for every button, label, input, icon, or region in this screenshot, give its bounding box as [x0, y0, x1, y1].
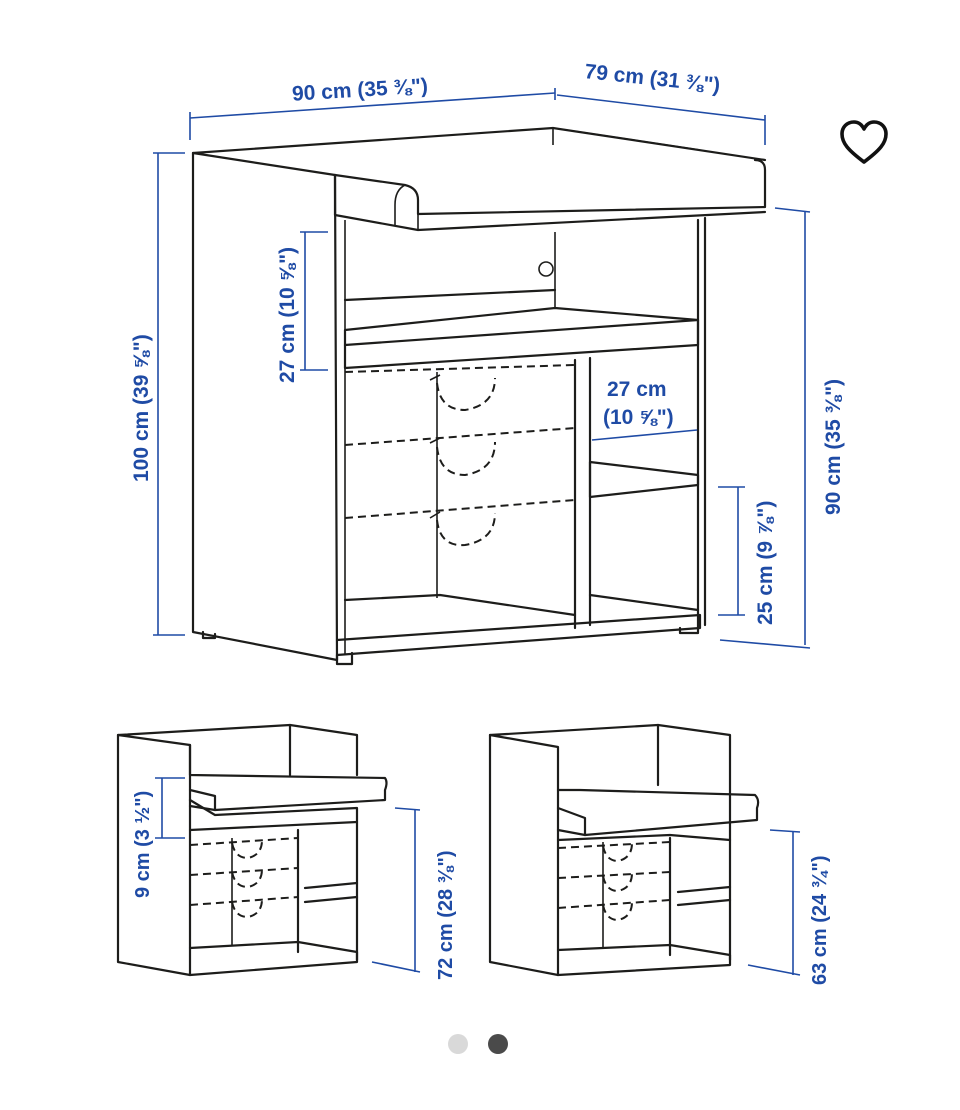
changing-table-main-drawing: [191, 126, 767, 666]
changing-table-low-height-drawing: [488, 723, 760, 977]
dimension-lines-low: [747, 829, 801, 976]
dim-compartment-height-label: 25 cm (9 ⅞"): [754, 501, 777, 625]
dim-width-label: 90 cm (35 ⅜"): [291, 74, 428, 105]
dim-low-height-label: 63 cm (24 ¾"): [809, 855, 831, 985]
dim-total-height-label: 100 cm (39 ⅝"): [130, 334, 153, 482]
heart-outline-icon: [840, 120, 888, 164]
dim-depth-label: 79 cm (31 ⅜"): [584, 60, 722, 97]
dim-upper-shelf-label: 27 cm (10 ⅝"): [276, 247, 299, 383]
dim-mid-height-label: 72 cm (28 ⅜"): [435, 850, 457, 980]
carousel-dot-1[interactable]: [448, 1034, 468, 1054]
dim-compartment-width-cm: 27 cm: [607, 378, 667, 401]
carousel-dot-2[interactable]: [488, 1034, 508, 1054]
dimension-lines-main: [153, 88, 811, 649]
dim-table-height-label: 90 cm (35 ⅜"): [822, 379, 845, 515]
dim-compartment-width-in: (10 ⅝"): [603, 406, 674, 429]
carousel-pagination: [448, 1034, 508, 1056]
dim-edge-height-label: 9 cm (3 ½"): [132, 791, 154, 898]
favorite-button[interactable]: [838, 118, 890, 168]
changing-table-mid-height-drawing: [116, 723, 388, 977]
dimension-lines-mid: [155, 777, 421, 973]
